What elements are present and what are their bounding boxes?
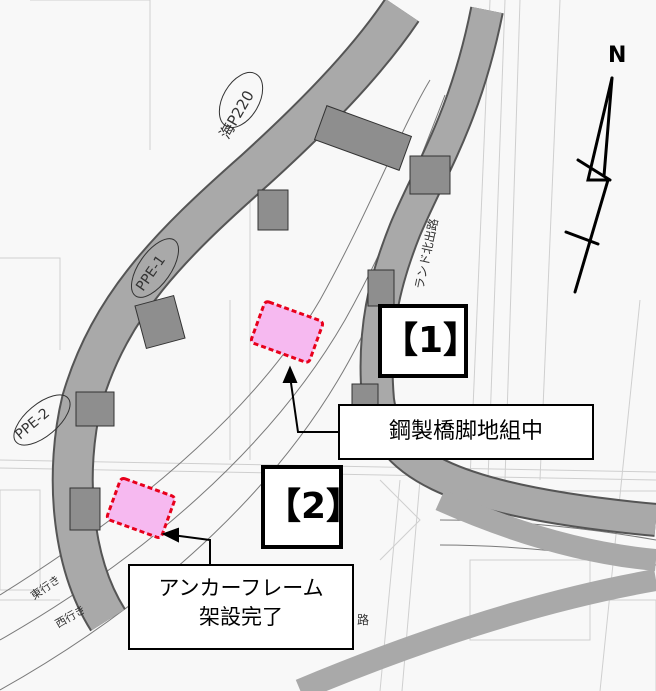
- stage-1-label: 【1】: [378, 304, 479, 378]
- arrow-anchor-frame: [171, 534, 211, 564]
- north-label: N: [608, 43, 626, 68]
- pier-plates: [69, 105, 451, 531]
- zone-anchor-frame: [105, 477, 177, 539]
- anchor-callout-line2: 架設完了: [199, 605, 283, 630]
- road-label-suffix: 路: [357, 612, 369, 627]
- highlight-zones: [105, 300, 325, 539]
- arrow-steel-pier: [289, 375, 338, 433]
- stage-2-label: 【2】: [261, 465, 362, 549]
- road-label-westbound: 西行き: [53, 603, 88, 631]
- steel-pier-callout: 鋼製橋脚地組中: [338, 404, 594, 460]
- anchor-frame-callout: アンカーフレーム 架設完了: [128, 564, 354, 650]
- pier-label-p220: 海P220: [216, 87, 258, 142]
- anchor-callout-line1: アンカーフレーム: [158, 576, 324, 600]
- north-arrow: N: [564, 43, 626, 294]
- pier-label-ppe2: PPE-2: [12, 405, 53, 443]
- zone-steel-pier: [249, 300, 325, 364]
- pointer-arrows: [161, 365, 338, 564]
- road-label-eastbound: 東行き: [28, 573, 62, 603]
